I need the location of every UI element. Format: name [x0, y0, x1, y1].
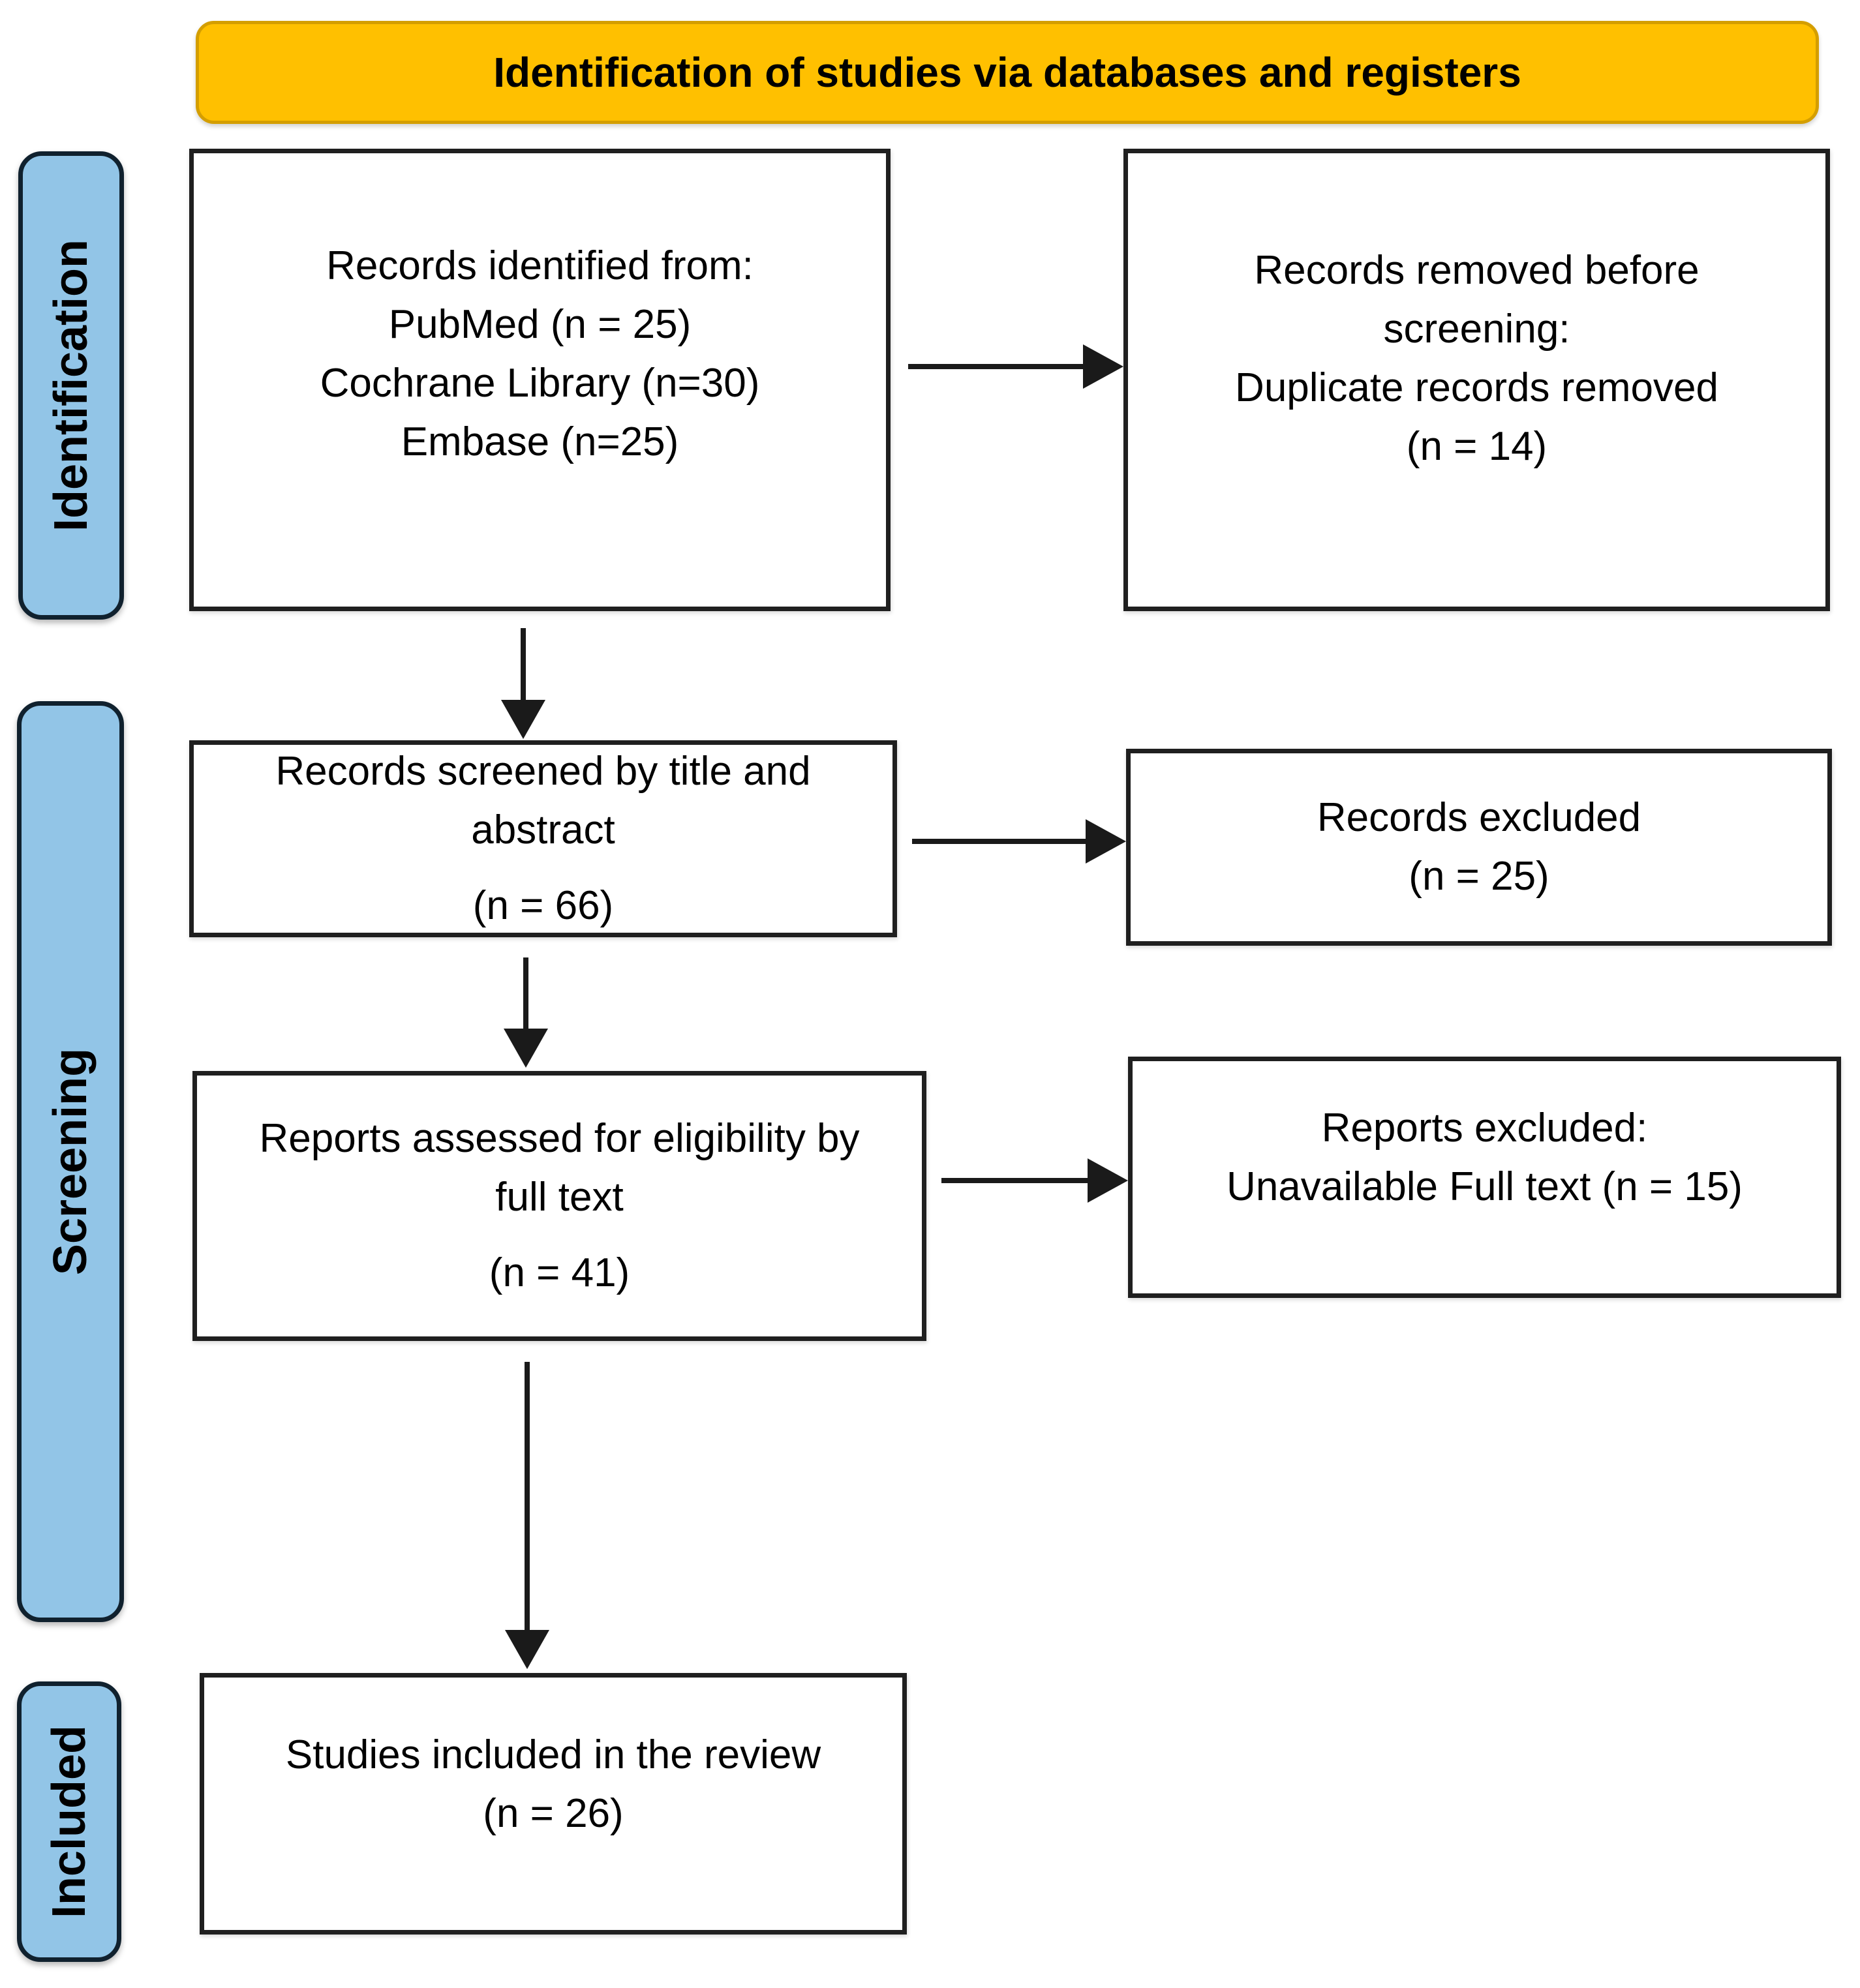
stage-label-identification: Identification: [45, 239, 97, 532]
box-text-line: PubMed (n = 25): [388, 301, 692, 347]
arrow-identified-to-removed: [908, 344, 1123, 389]
box-text-line: abstract: [471, 807, 615, 852]
banner: Identification of studies via databases …: [196, 21, 1819, 124]
box-reports-assessed: Reports assessed for eligibility by full…: [192, 1071, 926, 1341]
box-text-line: full text: [495, 1175, 624, 1220]
box-text-line: Records identified from:: [326, 243, 754, 288]
box-text-line: Reports excluded:: [1321, 1106, 1648, 1151]
arrow-identified-to-screened: [501, 628, 545, 739]
box-studies-included: Studies included in the review (n = 26): [200, 1673, 907, 1935]
box-text-line: Reports assessed for eligibility by: [259, 1116, 860, 1161]
box-text-line: (n = 25): [1409, 854, 1549, 899]
stage-bar-included: Included: [17, 1681, 121, 1962]
stage-label-included: Included: [43, 1724, 96, 1919]
stage-bar-identification: Identification: [18, 151, 124, 620]
box-records-excluded: Records excluded (n = 25): [1126, 749, 1832, 946]
box-records-removed-before-screening: Records removed before screening: Duplic…: [1123, 149, 1830, 611]
box-records-identified: Records identified from: PubMed (n = 25)…: [189, 149, 891, 611]
box-text-line: Studies included in the review: [285, 1732, 821, 1777]
banner-label: Identification of studies via databases …: [493, 49, 1521, 96]
box-text-line: Records removed before: [1254, 247, 1700, 293]
box-text-line: screening:: [1383, 306, 1570, 352]
stage-bar-screening: Screening: [17, 701, 124, 1622]
box-text-line: Records screened by title and: [275, 749, 811, 794]
box-text-line: Duplicate records removed: [1235, 365, 1718, 410]
arrow-assessed-to-reports-excluded: [941, 1158, 1128, 1203]
box-text-line: (n = 14): [1406, 423, 1547, 469]
box-text-line: Embase (n=25): [401, 419, 679, 464]
box-records-screened: Records screened by title and abstract (…: [189, 740, 897, 937]
arrow-screened-to-assessed: [504, 957, 548, 1068]
box-text-line: Unavailable Full text (n = 15): [1227, 1164, 1743, 1209]
box-text-line: (n = 66): [472, 883, 614, 928]
arrow-assessed-to-included: [505, 1362, 549, 1669]
box-reports-excluded: Reports excluded: Unavailable Full text …: [1128, 1057, 1841, 1298]
box-text-line: (n = 41): [489, 1250, 630, 1295]
stage-label-screening: Screening: [44, 1047, 97, 1276]
box-text-line: (n = 26): [483, 1790, 624, 1836]
box-text-line: Cochrane Library (n=30): [320, 360, 760, 406]
box-text-line: Records excluded: [1317, 795, 1641, 840]
arrow-screened-to-records-excluded: [912, 819, 1126, 864]
